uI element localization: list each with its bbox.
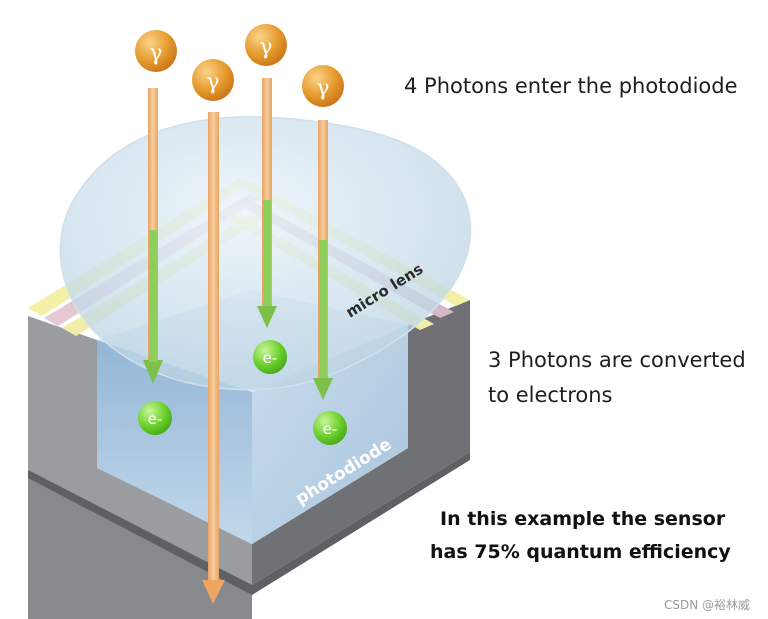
- photon-symbol: γ: [316, 76, 329, 101]
- electron-symbol: e-: [148, 410, 163, 428]
- photons-converted-note-line1: 3 Photons are converted: [488, 348, 746, 372]
- photon-arrow-2: [202, 112, 225, 604]
- photons-enter-note: 4 Photons enter the photodiode: [404, 74, 738, 98]
- electron-2: e-: [253, 340, 287, 374]
- electron-symbol: e-: [263, 349, 278, 367]
- photon-symbol: γ: [259, 35, 272, 60]
- photon-2: γ: [192, 59, 234, 101]
- photons-converted-note-line2: to electrons: [488, 383, 613, 407]
- electron-1: e-: [138, 401, 172, 435]
- sensor-body-right: [252, 300, 470, 585]
- electron-3: e-: [313, 411, 347, 445]
- photon-symbol: γ: [149, 41, 162, 66]
- photon-arrow-1: [143, 88, 163, 384]
- sensor-body-left: [28, 316, 252, 585]
- efficiency-note-line2: has 75% quantum efficiency: [430, 541, 731, 563]
- photon-arrow-3: [257, 78, 277, 328]
- watermark: CSDN @裕林威: [664, 598, 751, 612]
- photon-arrow-4: [313, 120, 333, 400]
- efficiency-note-line1: In this example the sensor: [440, 508, 726, 530]
- sensor-body-bottom: [28, 452, 470, 595]
- photon-3: γ: [245, 24, 287, 66]
- photon-symbol: γ: [206, 70, 219, 95]
- electron-symbol: e-: [323, 420, 338, 438]
- photon-1: γ: [135, 30, 177, 72]
- photon-4: γ: [302, 65, 344, 107]
